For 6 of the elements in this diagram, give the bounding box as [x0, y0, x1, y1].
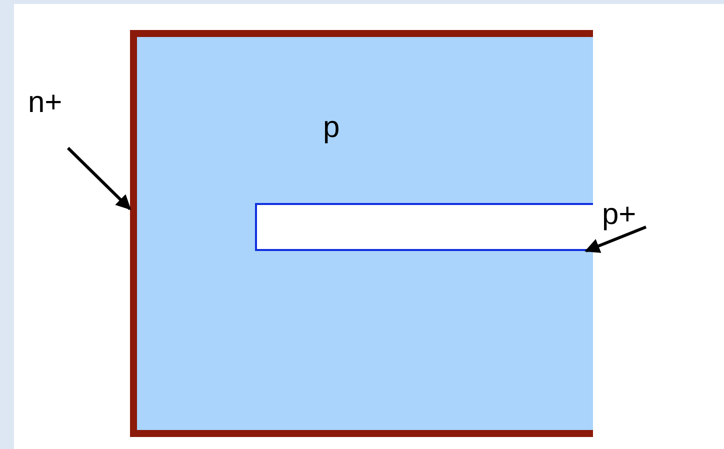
region-label: p+	[602, 200, 636, 230]
region-label: n+	[28, 88, 62, 118]
region-label: p	[323, 113, 340, 143]
leader-line	[584, 226, 647, 253]
implant-strip	[255, 203, 593, 251]
leader-line	[66, 146, 132, 210]
